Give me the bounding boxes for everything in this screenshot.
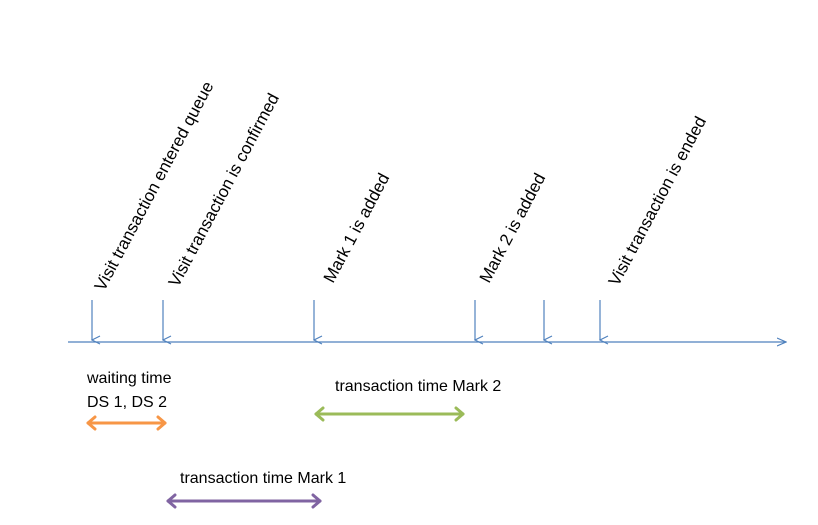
mark2-span-label: transaction time Mark 2 [335, 378, 501, 395]
mark1-span-label: transaction time Mark 1 [180, 470, 346, 487]
event-label-entered-queue: Visit transaction entered queue [91, 78, 218, 294]
waiting-time-span: waiting time DS 1, DS 2 [86, 370, 172, 431]
waiting-time-sublabel: DS 1, DS 2 [87, 394, 167, 411]
mark2-double-arrow [314, 406, 465, 422]
waiting-time-label: waiting time [86, 370, 172, 387]
event-label-mark1-added: Mark 1 is added [320, 170, 394, 286]
event-labels: Visit transaction entered queue Visit tr… [91, 78, 710, 294]
event-label-ended: Visit transaction is ended [605, 113, 710, 289]
mark1-double-arrow [166, 493, 322, 509]
mark1-span: transaction time Mark 1 [166, 470, 346, 509]
waiting-time-double-arrow [86, 415, 167, 431]
mark2-span: transaction time Mark 2 [314, 378, 501, 422]
event-ticks [92, 300, 600, 340]
event-label-mark2-added: Mark 2 is added [476, 170, 550, 286]
